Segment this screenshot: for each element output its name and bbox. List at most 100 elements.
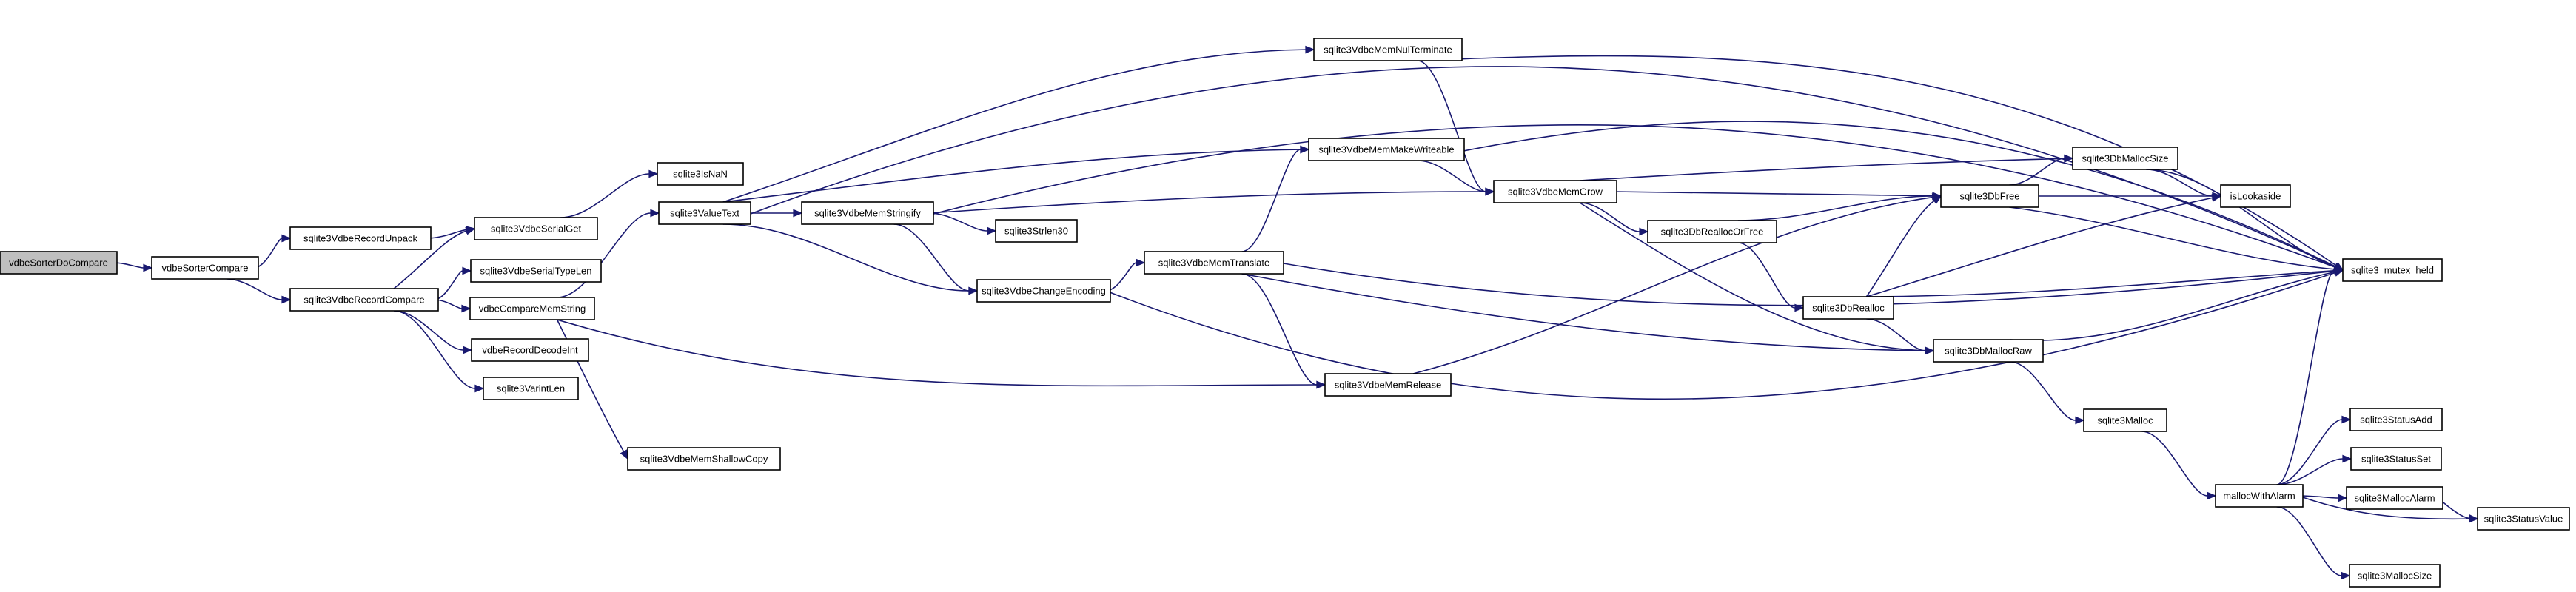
edge-line <box>557 212 651 298</box>
graph-node-sqlite3VdbeMemStringify[interactable]: sqlite3VdbeMemStringify <box>801 201 934 225</box>
edge-line <box>1737 195 1933 221</box>
edge-line <box>557 319 1318 387</box>
graph-node-sqlite3StatusValue[interactable]: sqlite3StatusValue <box>2477 507 2570 531</box>
graph-node-vdbeRecordDecodeInt[interactable]: vdbeRecordDecodeInt <box>471 338 589 362</box>
graph-node-sqlite3VdbeMemGrow[interactable]: sqlite3VdbeMemGrow <box>1493 180 1617 204</box>
arrowhead-icon <box>2469 514 2479 522</box>
graph-node-vdbeCompareMemString[interactable]: vdbeCompareMemString <box>469 297 595 320</box>
edge-n17-n18 <box>1241 273 1326 389</box>
graph-node-sqlite3VdbeMemNulTerminate[interactable]: sqlite3VdbeMemNulTerminate <box>1313 38 1463 61</box>
node-box <box>2346 486 2443 510</box>
arrowhead-icon <box>461 304 472 313</box>
edge-line <box>2009 158 2065 186</box>
edge-line <box>1417 60 1486 192</box>
graph-node-sqlite3DbMallocSize[interactable]: sqlite3DbMallocSize <box>2072 147 2178 170</box>
graph-node-sqlite3VdbeMemMakeWriteable[interactable]: sqlite3VdbeMemMakeWriteable <box>1308 138 1465 161</box>
graph-node-sqlite3DbReallocOrFree[interactable]: sqlite3DbReallocOrFree <box>1647 220 1777 243</box>
arrowhead-icon <box>1136 258 1146 267</box>
node-label: sqlite3VdbeMemShallowCopy <box>640 454 768 465</box>
graph-node-sqlite3VdbeChangeEncoding[interactable]: sqlite3VdbeChangeEncoding <box>976 279 1111 303</box>
edge-n19-n26 <box>1580 154 2074 181</box>
edge-n15-n28 <box>1417 55 2344 271</box>
node-box <box>483 377 579 400</box>
edge-line <box>393 310 464 351</box>
graph-node-sqlite3VarintLen[interactable]: sqlite3VarintLen <box>483 377 579 400</box>
graph-node-sqlite3VdbeSerialGet[interactable]: sqlite3VdbeSerialGet <box>474 217 598 240</box>
edge-line <box>722 149 1301 203</box>
edge-n3-n5 <box>433 266 472 300</box>
graph-node-sqlite3ValueText[interactable]: sqlite3ValueText <box>658 201 751 225</box>
node-box <box>471 338 589 362</box>
graph-node-sqlite3StatusAdd[interactable]: sqlite3StatusAdd <box>2349 408 2443 431</box>
graph-node-vdbeSorterCompare[interactable]: vdbeSorterCompare <box>151 256 259 280</box>
graph-node-sqlite3DbRealloc[interactable]: sqlite3DbRealloc <box>1802 296 1894 320</box>
graph-node-sqlite3MallocSize[interactable]: sqlite3MallocSize <box>2349 564 2441 588</box>
edge-line <box>1105 272 2335 400</box>
node-box <box>1308 138 1465 161</box>
graph-node-sqlite3_mutex_held[interactable]: sqlite3_mutex_held <box>2342 258 2443 282</box>
node-label: sqlite3VarintLen <box>497 383 565 394</box>
node-label: sqlite3_mutex_held <box>2351 265 2434 276</box>
graph-node-sqlite3IsNaN[interactable]: sqlite3IsNaN <box>657 162 744 186</box>
node-label: sqlite3VdbeSerialGet <box>491 223 582 235</box>
node-label: isLookaside <box>2230 191 2281 202</box>
graph-node-sqlite3VdbeMemRelease[interactable]: sqlite3VdbeMemRelease <box>1324 373 1452 397</box>
graph-node-sqlite3VdbeMemShallowCopy[interactable]: sqlite3VdbeMemShallowCopy <box>627 447 781 471</box>
edge-line <box>2298 495 2470 520</box>
graph-node-sqlite3VdbeMemTranslate[interactable]: sqlite3VdbeMemTranslate <box>1144 251 1284 275</box>
node-label: sqlite3VdbeMemStringify <box>814 208 921 219</box>
node-box <box>995 219 1078 243</box>
node-label: sqlite3VdbeMemTranslate <box>1158 258 1270 269</box>
graph-node-sqlite3DbMallocRaw[interactable]: sqlite3DbMallocRaw <box>1933 339 2044 363</box>
edge-n0-n1 <box>112 262 153 272</box>
edge-n24-n25 <box>2141 431 2217 500</box>
graph-node-mallocWithAlarm[interactable]: mallocWithAlarm <box>2215 484 2304 508</box>
node-box <box>1647 220 1777 243</box>
node-label: sqlite3MallocAlarm <box>2354 493 2435 504</box>
graph-node-sqlite3StatusSet[interactable]: sqlite3StatusSet <box>2350 447 2442 471</box>
node-label: vdbeRecordDecodeInt <box>482 345 578 356</box>
edge-line <box>1866 318 1926 352</box>
graph-node-sqlite3VdbeRecordUnpack[interactable]: sqlite3VdbeRecordUnpack <box>289 226 432 250</box>
edge-n17-n16 <box>1241 145 1310 252</box>
node-label: sqlite3VdbeMemMakeWriteable <box>1318 144 1454 155</box>
node-box <box>657 162 744 186</box>
edge-line <box>560 173 650 218</box>
edge-n31-n32 <box>2438 497 2479 522</box>
arrowhead-icon <box>2342 454 2352 463</box>
node-box <box>2342 258 2443 282</box>
arrowhead-icon <box>463 346 473 354</box>
edge-line <box>2009 206 2335 270</box>
graph-node-sqlite3MallocAlarm[interactable]: sqlite3MallocAlarm <box>2346 486 2443 510</box>
graph-node-sqlite3VdbeSerialTypeLen[interactable]: sqlite3VdbeSerialTypeLen <box>470 259 602 283</box>
node-box <box>2072 147 2178 170</box>
node-box <box>470 259 602 283</box>
arrowhead-icon <box>281 234 292 243</box>
node-label: mallocWithAlarm <box>2223 491 2295 502</box>
edge-line <box>556 319 625 452</box>
graph-node-isLookaside[interactable]: isLookaside <box>2220 184 2291 208</box>
node-box <box>658 201 751 225</box>
arrowhead-icon <box>143 263 153 272</box>
graph-node-sqlite3VdbeRecordCompare[interactable]: sqlite3VdbeRecordCompare <box>289 288 439 312</box>
graph-node-sqlite3DbFree[interactable]: sqlite3DbFree <box>1940 184 2039 208</box>
node-box <box>2477 507 2570 531</box>
edge-n25-n33 <box>2276 506 2351 580</box>
edge-line <box>928 212 988 232</box>
arrowhead-icon <box>793 209 803 218</box>
node-box <box>289 288 439 312</box>
edge-line <box>1241 273 1318 386</box>
node-label: sqlite3VdbeSerialTypeLen <box>480 266 591 277</box>
edge-line <box>393 310 476 389</box>
graph-node-sqlite3Malloc[interactable]: sqlite3Malloc <box>2083 408 2167 432</box>
edge-n3-n6 <box>433 299 472 313</box>
graph-node-sqlite3Strlen30[interactable]: sqlite3Strlen30 <box>995 219 1078 243</box>
edge-line <box>893 223 970 292</box>
edge-line <box>1865 200 1935 297</box>
edge-n22-n26 <box>2009 154 2074 186</box>
edge-n4-n9 <box>560 169 659 218</box>
node-label: sqlite3Malloc <box>2097 415 2153 426</box>
edge-n6-n18 <box>557 319 1326 389</box>
graph-node-vdbeSorterDoCompare[interactable]: vdbeSorterDoCompare <box>0 251 118 275</box>
arrowhead-icon <box>2207 491 2217 500</box>
